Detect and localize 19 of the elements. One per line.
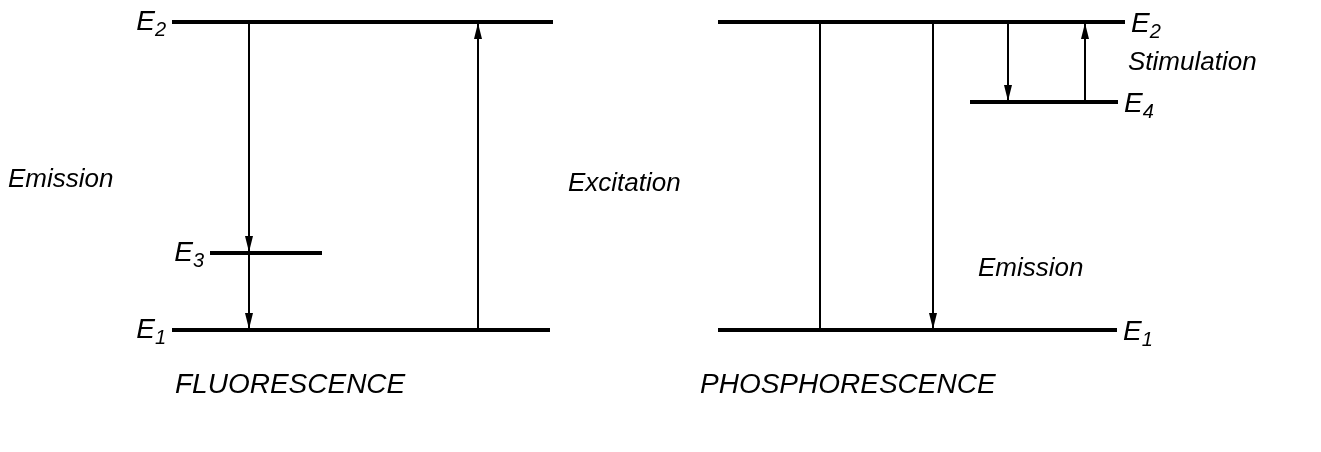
transition-arrow [245, 23, 253, 252]
process-label: Stimulation [1128, 46, 1257, 78]
process-label: Excitation [568, 167, 681, 199]
transition-arrow [1004, 23, 1012, 101]
diagram-caption: PHOSPHORESCENCE [700, 367, 996, 401]
energy-level-label: E$_{2}$ [1131, 8, 1161, 44]
energy-level-label: E$_{2}$ [136, 6, 166, 42]
diagram-caption: FLUORESCENCE [175, 367, 406, 401]
transition-arrow [929, 23, 937, 329]
transition-arrow [474, 23, 482, 329]
energy-level-label: E$_{1}$ [136, 314, 166, 350]
transition-arrow [245, 254, 253, 329]
process-label: Emission [8, 163, 114, 195]
energy-level-label: E$_{3}$ [174, 237, 204, 273]
transition-arrow [1081, 23, 1089, 101]
process-label: Emission [978, 252, 1084, 284]
transition-line [819, 23, 821, 329]
energy-level-label: E$_{4}$ [1124, 88, 1154, 124]
energy-level-label: E$_{1}$ [1123, 316, 1153, 352]
